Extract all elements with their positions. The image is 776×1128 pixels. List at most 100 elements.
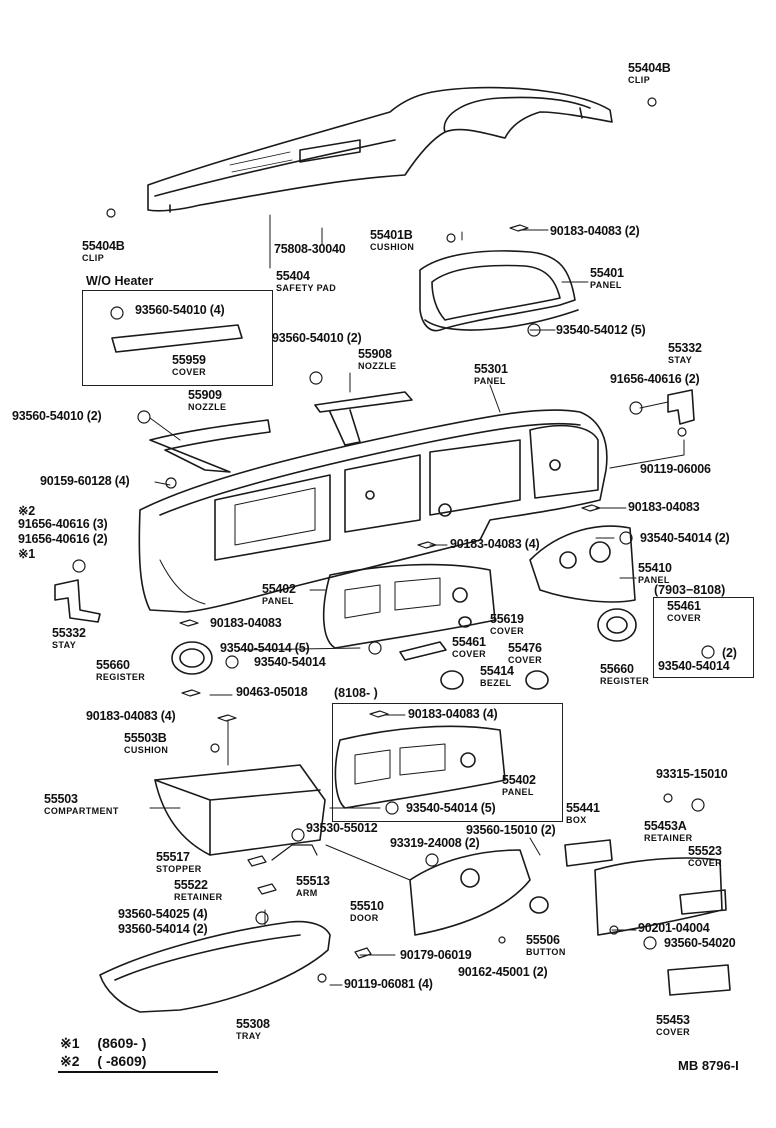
leader-lines xyxy=(149,214,685,986)
part-label: 93540-54014 xyxy=(254,655,326,669)
legend-mark: ※1 xyxy=(60,1035,80,1051)
safety-pad-drawing xyxy=(147,86,613,213)
part-label: 93560-54010 (2) xyxy=(272,331,362,345)
part-label: 93560-54010 (4) xyxy=(135,303,225,317)
part-label: 93315-15010 xyxy=(656,767,728,781)
box-7903-title: (7903−8108) xyxy=(654,583,726,597)
part-label: 93560-54025 (4) xyxy=(118,907,208,921)
meter-hood-drawing xyxy=(419,250,579,332)
part-label: 93540-54014 (2) xyxy=(640,531,730,545)
part-label: 91656-40616 (2) xyxy=(18,532,108,546)
part-label: 93540-54014 (5) xyxy=(220,641,310,655)
part-label: 90179-06019 xyxy=(400,948,472,962)
part-label: 91656-40616 (2) xyxy=(610,372,700,386)
box-8108-title: (8108- ) xyxy=(334,686,378,700)
cover-55476-drawing xyxy=(525,670,549,690)
panel-55402-8108-drawing xyxy=(334,725,506,809)
part-label: 93560-15010 (2) xyxy=(466,823,556,837)
main-panel-drawing xyxy=(138,409,608,613)
wo-heater-title: W/O Heater xyxy=(86,274,154,288)
legend-row-1: ※1 (8609- ) xyxy=(60,1035,146,1052)
cover-55619-drawing xyxy=(458,616,472,628)
part-label: 91656-40616 (3) xyxy=(18,517,108,531)
part-label: 93560-54020 xyxy=(664,936,736,950)
legend-underline xyxy=(58,1071,218,1073)
cover-drawing xyxy=(111,324,243,353)
panel-55402-drawing xyxy=(322,563,496,649)
stay-right-drawing xyxy=(667,389,695,425)
box-55441-drawing xyxy=(564,839,613,867)
bezel-drawing xyxy=(440,670,464,690)
part-label: 90463-05018 xyxy=(236,685,308,699)
box-7903 xyxy=(653,597,754,678)
box-8108 xyxy=(332,703,563,822)
legend-mark: ※2 xyxy=(60,1053,80,1069)
cover-55461-drawing xyxy=(399,641,447,661)
nozzle-55909-drawing xyxy=(149,419,271,473)
door-drawing xyxy=(409,849,531,936)
part-label: 90183-04083 xyxy=(210,616,282,630)
fastener-symbols xyxy=(106,97,687,983)
legend-range: ( -8609) xyxy=(97,1053,147,1069)
part-label: 93530-55012 xyxy=(306,821,378,835)
part-label: ※2 xyxy=(18,504,36,518)
part-label: 90183-04083 xyxy=(628,500,700,514)
part-label: 90183-04083 (2) xyxy=(550,224,640,238)
nozzle-55908-drawing xyxy=(314,391,413,446)
legend-row-2: ※2 ( -8609) xyxy=(60,1053,146,1070)
register-left-drawing xyxy=(171,641,213,675)
cover-55453-drawing xyxy=(667,964,731,996)
tray-drawing xyxy=(99,920,331,1013)
part-label: 93540-54014 xyxy=(658,659,730,673)
part-label: 93540-54014 (5) xyxy=(406,801,496,815)
part-label: 93319-24008 (2) xyxy=(390,836,480,850)
part-label: 90119-06081 (4) xyxy=(344,977,433,991)
part-label: 90183-04083 (4) xyxy=(86,709,176,723)
part-label: ※1 xyxy=(18,547,36,561)
part-label: 90201-04004 xyxy=(638,921,710,935)
part-label: 93560-54014 (2) xyxy=(118,922,208,936)
part-label: 90119-06006 xyxy=(640,462,711,476)
legend-range: (8609- ) xyxy=(97,1035,147,1051)
part-label: 90183-04083 (4) xyxy=(408,707,498,721)
part-label: 93560-54010 (2) xyxy=(12,409,102,423)
wo-heater-box xyxy=(82,290,273,386)
register-right-drawing xyxy=(597,608,637,642)
drawing-code: MB 8796-I xyxy=(678,1058,739,1073)
button-drawing xyxy=(529,896,549,914)
part-label: 75808-30040 xyxy=(274,242,346,256)
part-label: 90159-60128 (4) xyxy=(40,474,130,488)
compartment-drawing xyxy=(154,764,326,856)
